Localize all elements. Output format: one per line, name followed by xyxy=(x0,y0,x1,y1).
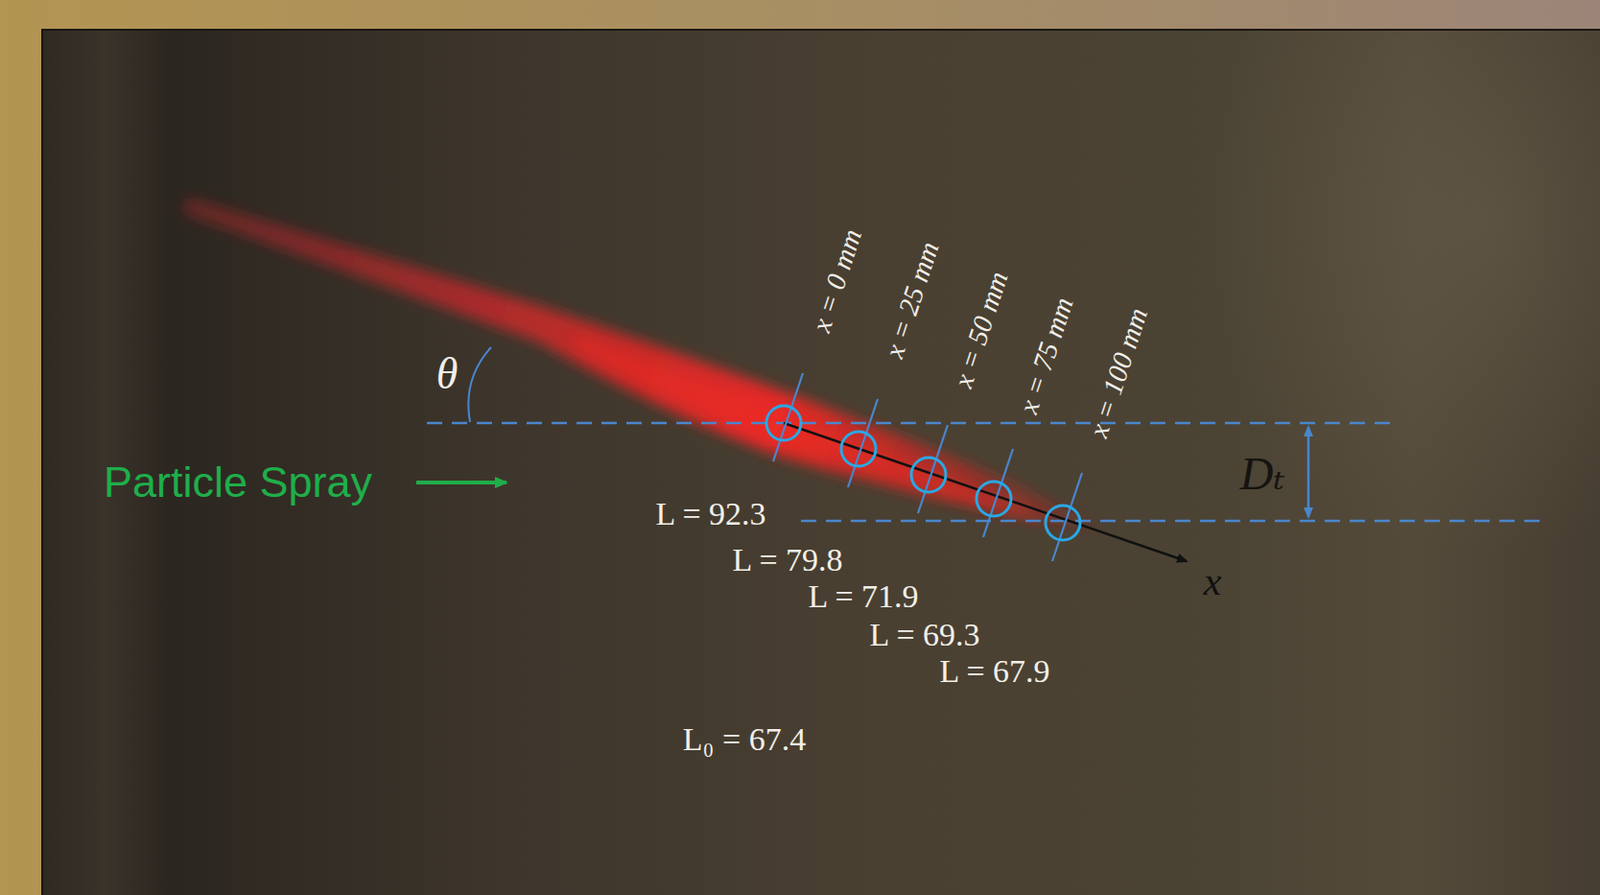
length-value: L = 67.9 xyxy=(939,655,1050,688)
flow-label: Particle Spray xyxy=(103,460,373,504)
length-value: L₀ = 67.4 xyxy=(682,723,806,756)
length-value: L = 92.3 xyxy=(655,497,766,531)
length-value: L = 71.9 xyxy=(807,580,918,613)
angle-symbol: θ xyxy=(436,352,459,397)
length-value: L = 69.3 xyxy=(869,618,980,652)
length-value: L = 79.8 xyxy=(731,543,843,577)
axis-label: x xyxy=(1203,561,1223,602)
dimension-label: Dₜ xyxy=(1240,450,1286,497)
